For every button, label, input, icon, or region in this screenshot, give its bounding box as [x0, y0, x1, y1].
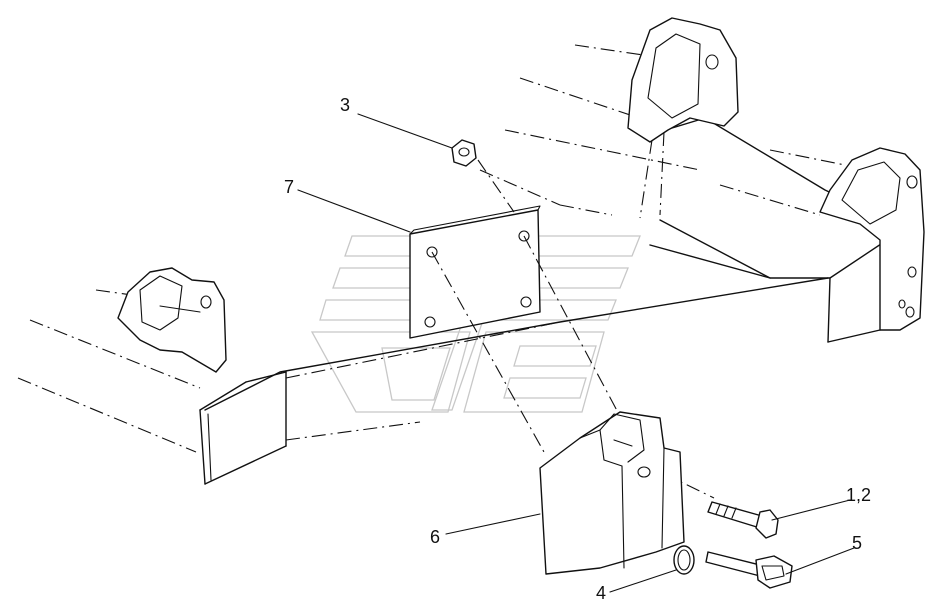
pin-part-5 — [705, 551, 793, 589]
main-frame — [199, 117, 911, 485]
right-bracket-side — [819, 147, 925, 331]
nut-part-3 — [451, 139, 477, 167]
right-bracket-top — [627, 17, 739, 143]
bumper-block-part-6 — [539, 411, 685, 575]
leader-lines — [297, 113, 855, 593]
callout-label-1-2: 1,2 — [846, 485, 872, 505]
bolt-part-1-2 — [707, 501, 779, 539]
callout-label-7: 7 — [284, 177, 295, 197]
callout-label-3: 3 — [340, 95, 351, 115]
callout-label-4: 4 — [596, 583, 607, 603]
plate-part-7 — [409, 205, 541, 339]
left-bracket — [117, 267, 227, 373]
callout-label-6: 6 — [430, 527, 441, 547]
callout-label-5: 5 — [852, 533, 863, 553]
ring-part-4 — [673, 545, 695, 575]
frame-hidden-lines — [17, 44, 846, 453]
